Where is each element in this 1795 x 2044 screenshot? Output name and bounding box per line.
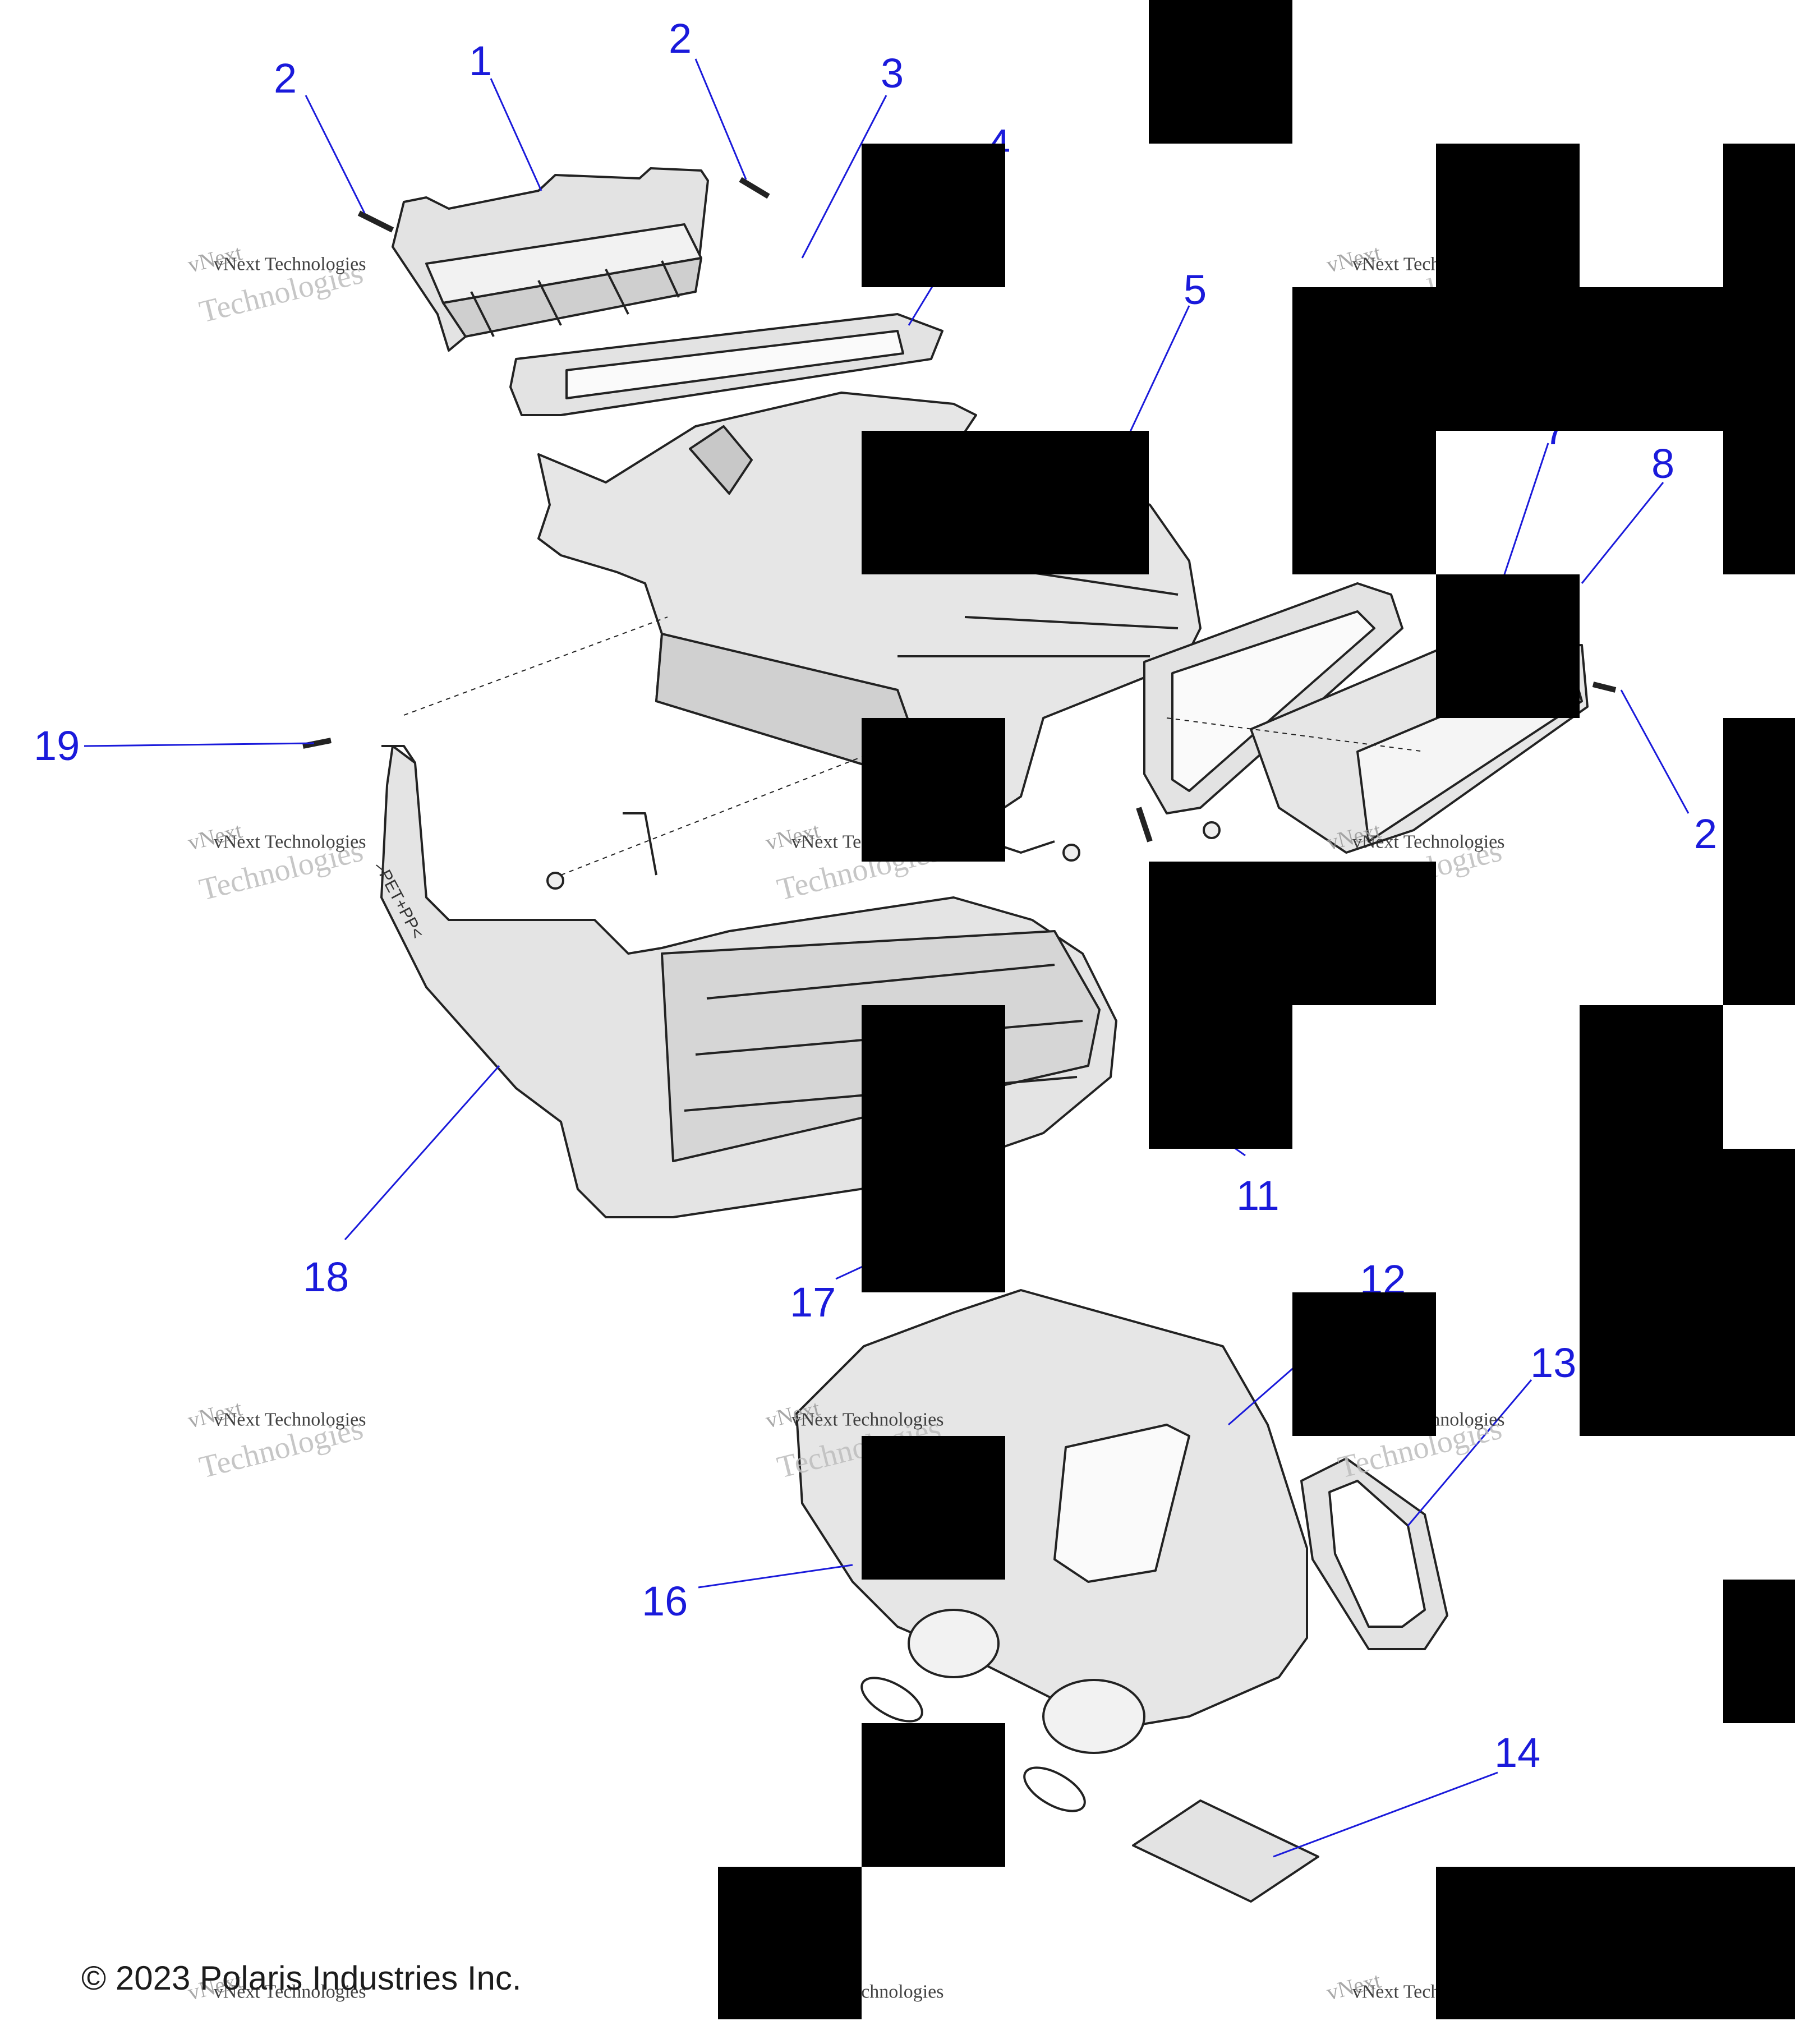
redaction-block [1436, 574, 1580, 718]
callout-2: 2 [1694, 811, 1718, 857]
callout-17: 17 [790, 1279, 836, 1325]
redaction-block [1723, 718, 1795, 1005]
redaction-block [862, 1005, 1005, 1292]
watermark-line2: vNext Technologies [213, 1409, 366, 1430]
callout-11: 11 [1236, 1172, 1279, 1219]
part-1-grille-cover [392, 167, 709, 352]
callout-19: 19 [34, 722, 80, 769]
callout-14: 14 [1494, 1729, 1541, 1776]
redaction-block [1436, 1867, 1795, 2019]
redaction-block [1723, 144, 1795, 287]
redaction-block [1723, 1149, 1795, 1436]
dashed-alignment-lines [403, 616, 1425, 876]
callout-1: 1 [469, 38, 493, 84]
part-13-gasket [1300, 1457, 1448, 1650]
redaction-block [1292, 1292, 1436, 1436]
callout-2: 2 [669, 15, 692, 62]
hose-clamps [860, 1677, 1086, 1812]
redaction-block [1436, 144, 1580, 287]
callout-8: 8 [1651, 440, 1675, 487]
redaction-block [862, 1723, 1005, 1867]
redaction-block [862, 718, 1005, 862]
fasteners [302, 177, 1617, 890]
part-14-label [1132, 1799, 1319, 1903]
redaction-block [1723, 431, 1795, 574]
part-12-airbox [795, 1289, 1308, 1754]
redaction-block [1149, 1005, 1292, 1149]
redaction-block [718, 1867, 862, 2019]
callout-18: 18 [303, 1254, 349, 1300]
redaction-block [1149, 0, 1292, 144]
redaction-block [1723, 1580, 1795, 1723]
redaction-block [862, 431, 1149, 574]
copyright-notice: © 2023 Polaris Industries Inc. [81, 1959, 522, 1997]
part-18-intake-duct [380, 745, 1117, 1218]
redaction-block [862, 144, 1005, 287]
redaction-block [1149, 862, 1436, 1005]
redaction-block [1292, 287, 1795, 431]
watermark-line2: vNext Technologies [213, 254, 366, 275]
callout-5: 5 [1184, 266, 1207, 313]
watermark-line2: vNext Technologies [1352, 831, 1505, 853]
callout-16: 16 [642, 1578, 688, 1624]
watermark-line2: vNext Technologies [213, 831, 366, 853]
watermark-line2: vNext Technologies [791, 1409, 944, 1430]
callout-3: 3 [881, 50, 904, 96]
redaction-block [862, 1436, 1005, 1580]
callout-13: 13 [1530, 1339, 1577, 1386]
callout-2: 2 [274, 55, 297, 102]
redaction-block [1292, 431, 1436, 574]
part-4-filter-frame [509, 313, 943, 416]
redaction-block [1580, 1005, 1723, 1436]
